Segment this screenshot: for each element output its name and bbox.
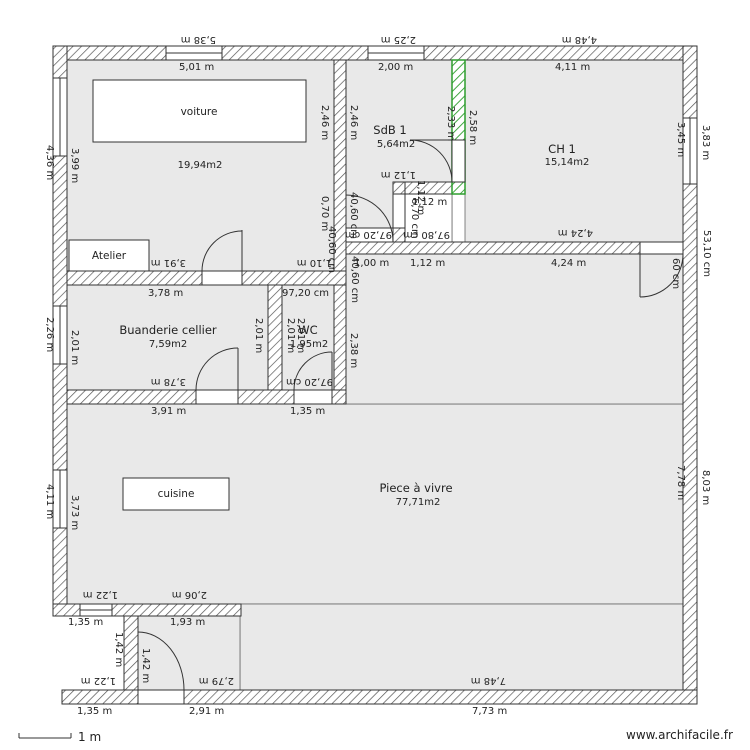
svg-text:1,35 m: 1,35 m bbox=[77, 706, 112, 717]
svg-text:3,91 m: 3,91 m bbox=[151, 257, 186, 268]
svg-text:1,42 m: 1,42 m bbox=[140, 648, 151, 683]
svg-text:1,35 m: 1,35 m bbox=[68, 617, 103, 628]
svg-text:1,12 m: 1,12 m bbox=[412, 197, 447, 208]
svg-text:4,48 m: 4,48 m bbox=[562, 34, 597, 45]
svg-text:1,22 m: 1,22 m bbox=[81, 675, 116, 686]
svg-text:53,10 cm: 53,10 cm bbox=[701, 230, 712, 277]
buanderie-name: Buanderie cellier bbox=[119, 323, 217, 337]
svg-text:1,35 m: 1,35 m bbox=[290, 406, 325, 417]
brand-watermark: www.archifacile.fr bbox=[626, 728, 733, 742]
svg-text:97,20 cm: 97,20 cm bbox=[286, 376, 333, 387]
kitchen-counter bbox=[122, 477, 230, 511]
svg-text:40,60 cm: 40,60 cm bbox=[326, 226, 337, 273]
svg-text:2,58 m: 2,58 m bbox=[467, 110, 478, 145]
ch-area: 15,14m2 bbox=[545, 157, 590, 168]
svg-text:4,24 m: 4,24 m bbox=[551, 258, 586, 269]
scale-bar bbox=[18, 733, 72, 739]
svg-text:5,38 m: 5,38 m bbox=[181, 34, 216, 45]
dimensions-horizontal: 5,38 m 2,25 m 4,48 m 5,01 m 2,00 m 4,11 … bbox=[68, 34, 597, 717]
svg-text:2,00 m: 2,00 m bbox=[378, 62, 413, 73]
doors bbox=[137, 139, 684, 705]
svg-text:3,73 m: 3,73 m bbox=[69, 495, 80, 530]
svg-text:2,01 m: 2,01 m bbox=[69, 330, 80, 365]
living-name: Piece à vivre bbox=[379, 481, 452, 495]
svg-text:3,91 m: 3,91 m bbox=[151, 406, 186, 417]
svg-text:3,83 m: 3,83 m bbox=[700, 125, 711, 160]
svg-text:1,12 m: 1,12 m bbox=[381, 169, 416, 180]
svg-text:97,20 cm: 97,20 cm bbox=[282, 288, 329, 299]
dimensions-vertical: 4,36 m 3,99 m 2,46 m 2,46 m 2,33 m 2,58 … bbox=[44, 105, 712, 683]
svg-text:2,26 m: 2,26 m bbox=[44, 317, 55, 352]
svg-text:2,33 m: 2,33 m bbox=[445, 106, 456, 141]
svg-text:2,46 m: 2,46 m bbox=[348, 105, 359, 140]
svg-text:40,60 cm: 40,60 cm bbox=[349, 256, 360, 303]
furniture bbox=[68, 79, 307, 511]
svg-text:1,10 m: 1,10 m bbox=[297, 257, 332, 268]
svg-text:1,42 m: 1,42 m bbox=[113, 632, 124, 667]
svg-text:1,00 m: 1,00 m bbox=[354, 258, 389, 269]
svg-text:2,46 m: 2,46 m bbox=[319, 105, 330, 140]
workbench-label: Atelier bbox=[92, 250, 127, 262]
svg-text:2,25 m: 2,25 m bbox=[381, 34, 416, 45]
svg-text:4,24 m: 4,24 m bbox=[558, 227, 593, 238]
svg-text:2,79 m: 2,79 m bbox=[199, 675, 234, 686]
car bbox=[92, 79, 307, 143]
svg-text:1,12 m: 1,12 m bbox=[415, 180, 426, 215]
workbench bbox=[68, 239, 150, 272]
svg-text:1,12 m: 1,12 m bbox=[410, 258, 445, 269]
svg-text:2,01 m: 2,01 m bbox=[285, 318, 296, 353]
svg-text:6,70 cm: 6,70 cm bbox=[409, 198, 420, 239]
svg-text:2,91 m: 2,91 m bbox=[189, 706, 224, 717]
svg-text:3,78 m: 3,78 m bbox=[151, 376, 186, 387]
garage-area: 19,94m2 bbox=[178, 160, 223, 171]
sdb-area: 5,64m2 bbox=[377, 139, 415, 150]
svg-text:4,11 m: 4,11 m bbox=[44, 484, 55, 519]
ch-name: CH 1 bbox=[548, 142, 576, 156]
car-label: voiture bbox=[181, 106, 218, 118]
windows bbox=[52, 45, 698, 617]
scale-label: 1 m bbox=[78, 730, 102, 744]
svg-text:7,73 m: 7,73 m bbox=[472, 706, 507, 717]
kitchen-label: cuisine bbox=[158, 488, 195, 500]
svg-text:7,48 m: 7,48 m bbox=[471, 675, 506, 686]
svg-text:3,78 m: 3,78 m bbox=[148, 288, 183, 299]
svg-text:40,60 cm: 40,60 cm bbox=[348, 192, 359, 239]
svg-text:97,80 cm: 97,80 cm bbox=[403, 229, 450, 240]
svg-text:7,78 m: 7,78 m bbox=[675, 465, 686, 500]
svg-text:97,20 cm: 97,20 cm bbox=[345, 229, 392, 240]
svg-text:1,22 m: 1,22 m bbox=[83, 589, 118, 600]
svg-text:2,06 m: 2,06 m bbox=[172, 589, 207, 600]
svg-text:0,70 m: 0,70 m bbox=[319, 196, 330, 231]
svg-text:5,01 m: 5,01 m bbox=[179, 62, 214, 73]
svg-text:3,99 m: 3,99 m bbox=[69, 148, 80, 183]
svg-text:8,03 m: 8,03 m bbox=[700, 470, 711, 505]
svg-text:60 cm: 60 cm bbox=[670, 258, 681, 289]
svg-text:4,36 m: 4,36 m bbox=[44, 145, 55, 180]
svg-text:3,45 m: 3,45 m bbox=[675, 122, 686, 157]
svg-text:4,11 m: 4,11 m bbox=[555, 62, 590, 73]
living-area: 77,71m2 bbox=[396, 497, 441, 508]
svg-text:2,01 m: 2,01 m bbox=[253, 318, 264, 353]
wc-area: 1,95m2 bbox=[290, 339, 328, 350]
svg-text:2,38 m: 2,38 m bbox=[348, 333, 359, 368]
svg-text:1,93 m: 1,93 m bbox=[170, 617, 205, 628]
buanderie-area: 7,59m2 bbox=[149, 339, 187, 350]
sdb-name: SdB 1 bbox=[373, 123, 406, 137]
room-floors bbox=[66, 59, 684, 691]
svg-text:2,01 m: 2,01 m bbox=[295, 318, 306, 353]
wc-name: WC bbox=[298, 323, 317, 337]
